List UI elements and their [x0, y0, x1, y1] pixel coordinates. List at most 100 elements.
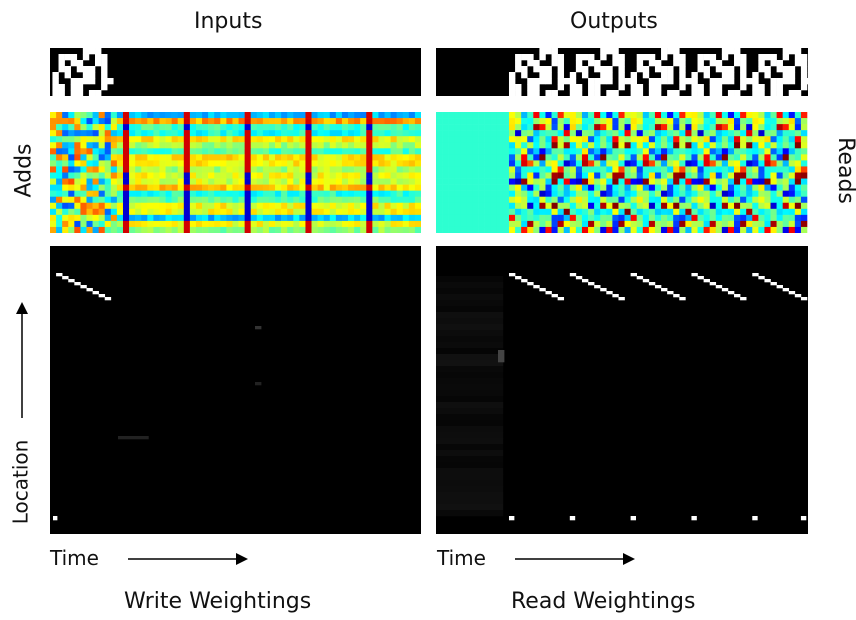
adds-cell	[402, 202, 410, 210]
adds-cell	[293, 148, 300, 155]
reads-cell	[752, 160, 759, 167]
reads-cell	[436, 214, 443, 222]
output-bit	[533, 60, 540, 67]
adds-cell	[335, 178, 343, 185]
reads-cell	[490, 202, 498, 210]
input-bit	[82, 78, 90, 85]
adds-cell	[153, 118, 160, 125]
adds-cell	[183, 190, 191, 197]
reads-cell	[752, 136, 759, 143]
adds-cell	[189, 166, 197, 173]
reads-cell	[770, 184, 777, 191]
adds-cell	[104, 208, 112, 216]
reads-cell	[539, 112, 546, 119]
adds-cell	[153, 220, 160, 228]
adds-cell	[104, 124, 112, 131]
adds-cell	[189, 148, 197, 155]
reads-cell	[575, 226, 583, 233]
adds-cell	[250, 112, 258, 119]
adds-cell	[287, 142, 294, 149]
adds-cell	[122, 148, 130, 155]
adds-cell	[402, 190, 410, 197]
adds-cell	[262, 112, 270, 119]
reads-cell	[800, 136, 808, 143]
reads-cell	[764, 118, 771, 125]
adds-cell	[384, 142, 391, 149]
adds-cell	[116, 142, 124, 149]
adds-cell	[390, 148, 397, 155]
reads-cell	[442, 226, 449, 233]
reads-cell	[721, 190, 729, 197]
reads-cell	[721, 184, 729, 191]
reads-cell	[496, 196, 504, 204]
reads-cell	[478, 160, 485, 167]
adds-cell	[402, 208, 410, 216]
adds-cell	[226, 184, 233, 191]
write-weight-mark	[68, 279, 75, 283]
adds-cell	[299, 112, 306, 119]
adds-cell	[208, 124, 215, 131]
adds-cell	[122, 214, 130, 222]
reads-cell	[581, 190, 589, 197]
output-bit	[527, 60, 534, 67]
reads-cell	[721, 148, 729, 155]
reads-cell	[721, 208, 729, 216]
adds-cell	[159, 172, 166, 179]
reads-cell	[691, 136, 698, 143]
adds-cell	[177, 112, 185, 119]
adds-cell	[390, 184, 397, 191]
output-bit	[515, 54, 522, 61]
reads-cell	[624, 184, 631, 191]
write-weight-mark	[56, 273, 63, 277]
reads-cell	[527, 190, 534, 197]
reads-cell	[691, 178, 698, 185]
read-weight-mark	[557, 297, 565, 301]
reads-cell	[624, 160, 631, 167]
reads-cell	[594, 136, 601, 143]
adds-cell	[396, 220, 404, 228]
adds-cell	[208, 112, 215, 119]
reads-cell	[685, 196, 692, 204]
adds-cell	[402, 112, 410, 119]
reads-cell	[776, 226, 783, 233]
adds-cell	[110, 178, 118, 185]
adds-cell	[268, 130, 276, 137]
adds-cell	[86, 148, 93, 155]
input-bit	[101, 84, 108, 91]
adds-cell	[268, 214, 276, 222]
adds-cell	[329, 130, 337, 137]
adds-cell	[98, 208, 106, 216]
reads-cell	[673, 118, 680, 125]
adds-cell	[268, 148, 276, 155]
reads-cell	[636, 112, 644, 119]
reads-cell	[715, 130, 723, 137]
reads-cell	[490, 172, 498, 179]
read-weight-mark	[436, 492, 504, 499]
adds-cell	[360, 124, 367, 131]
reads-cell	[600, 160, 607, 167]
reads-cell	[575, 208, 583, 216]
adds-cell	[408, 178, 416, 185]
reads-cell	[563, 148, 571, 155]
adds-cell	[305, 166, 312, 173]
adds-cell	[135, 142, 142, 149]
reads-cell	[521, 148, 528, 155]
adds-cell	[329, 202, 337, 210]
read-weight-mark	[515, 276, 522, 280]
output-bit	[691, 72, 698, 79]
adds-cell	[104, 154, 112, 161]
adds-cell	[402, 220, 410, 228]
adds-cell	[122, 208, 130, 216]
adds-cell	[378, 196, 385, 204]
adds-cell	[189, 172, 197, 179]
adds-cell	[366, 130, 373, 137]
reads-cell	[442, 160, 449, 167]
adds-cell	[122, 136, 130, 143]
adds-cell	[335, 130, 343, 137]
adds-cell	[214, 148, 221, 155]
reads-cell	[600, 178, 607, 185]
reads-cell	[581, 124, 589, 131]
adds-cell	[341, 142, 349, 149]
reads-cell	[484, 112, 492, 119]
read-weight-mark	[436, 324, 504, 331]
